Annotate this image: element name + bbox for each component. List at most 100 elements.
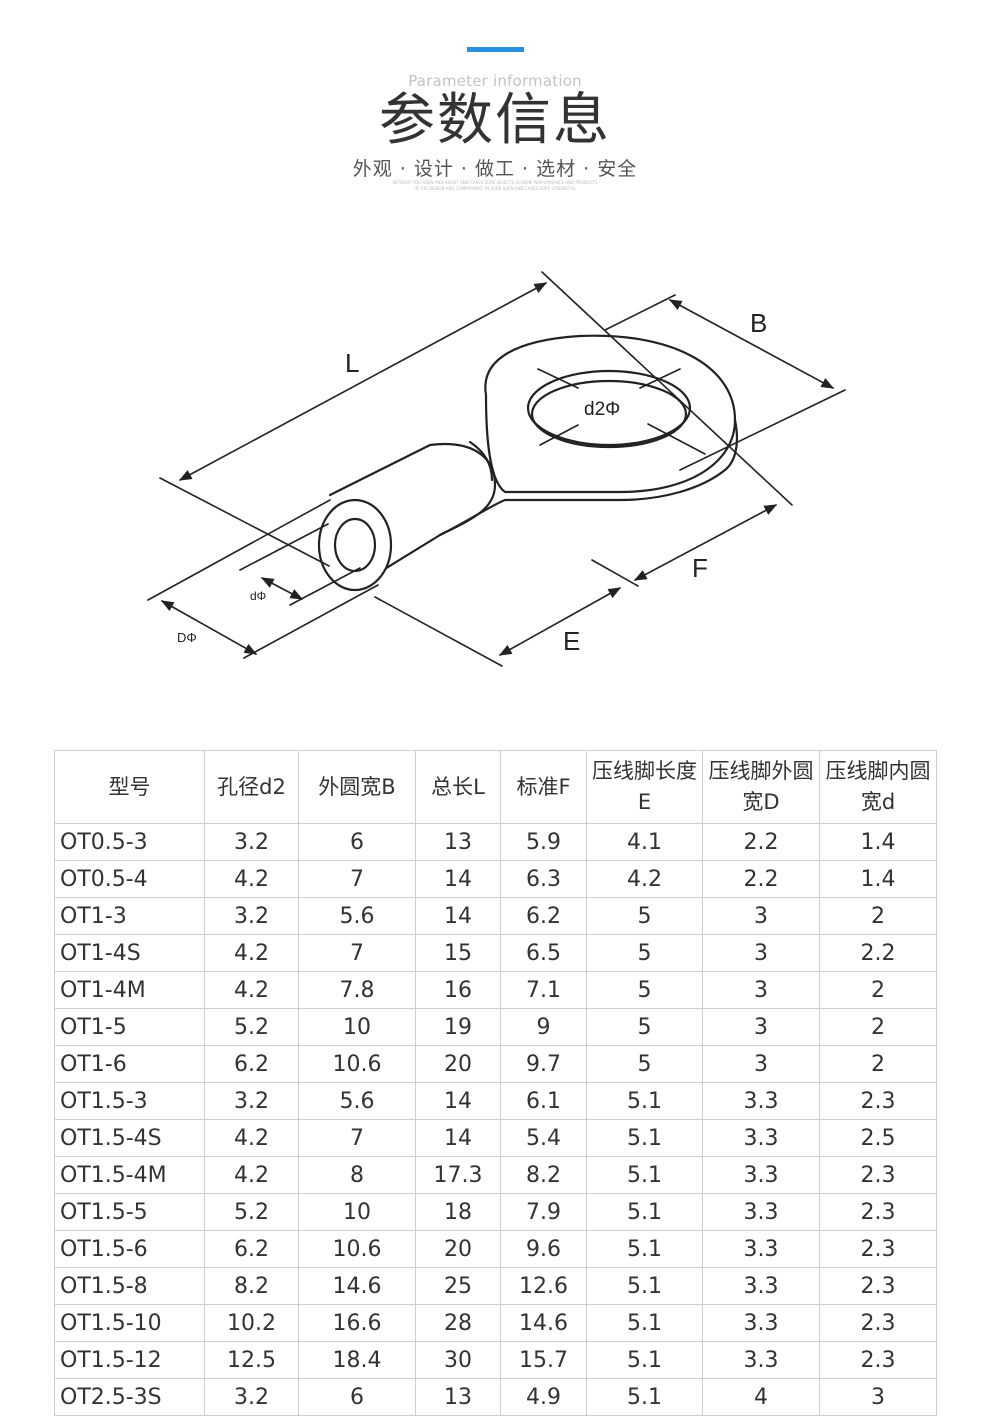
page-title: 参数信息 [379,88,611,153]
cell-value: 4.2 [204,1119,299,1157]
cell-value: 2.3 [819,1341,937,1379]
cell-value: 17.3 [415,1156,501,1194]
terminal-barrel [317,440,507,592]
dimension-D [147,499,379,659]
label-d2: d2Φ [584,399,620,420]
cell-value: 19 [415,1008,501,1046]
cell-value: 2 [819,897,937,935]
cell-value: 5 [586,971,703,1009]
cell-value: 5.2 [204,1008,299,1046]
cell-value: 7 [298,860,416,898]
cell-value: 10.6 [298,1230,416,1268]
cell-value: 28 [415,1304,501,1342]
cell-value: 4.2 [204,971,299,1009]
header-outer-width-b: 外圆宽B [298,750,416,824]
cell-value: 16 [415,971,501,1009]
cell-value: 6.2 [204,1230,299,1268]
title-accent-bar [467,47,524,52]
cell-value: 7 [298,934,416,972]
cell-value: 2.3 [819,1082,937,1120]
cell-value: 15.7 [500,1341,587,1379]
cell-value: 8 [298,1156,416,1194]
cell-value: 5.1 [586,1230,703,1268]
cell-value: 10 [298,1008,416,1046]
header-total-length-l: 总长L [415,750,501,824]
cell-value: 3 [702,1045,820,1083]
cell-value: 4.2 [204,860,299,898]
cell-value: 4.2 [586,860,703,898]
cell-value: 2.5 [819,1119,937,1157]
cell-value: 13 [415,823,501,861]
cell-value: 3.3 [702,1119,820,1157]
tagline: 外观 · 设计 · 做工 · 选材 · 安全 [352,158,638,180]
cell-value: 2.3 [819,1156,937,1194]
cell-value: 6 [298,1378,416,1416]
cell-value: 4 [702,1378,820,1416]
header-standard-f: 标准F [500,750,587,824]
cell-value: 5.1 [586,1341,703,1379]
cell-value: 5.6 [298,1082,416,1120]
cell-value: 4.2 [204,1156,299,1194]
cell-value: 3 [819,1378,937,1416]
cell-model: OT1.5-4M [54,1156,205,1194]
cell-value: 6.2 [500,897,587,935]
cell-value: 25 [415,1267,501,1305]
cell-value: 14 [415,860,501,898]
cell-value: 3.2 [204,1082,299,1120]
cell-model: OT1.5-4S [54,1119,205,1157]
cell-model: OT1.5-8 [54,1267,205,1305]
label-E: E [563,626,580,656]
cell-value: 2.3 [819,1267,937,1305]
cell-value: 5.1 [586,1119,703,1157]
cell-model: OT0.5-4 [54,860,205,898]
cell-value: 30 [415,1341,501,1379]
ring-terminal-diagram: L B d2Φ F E dΦ DΦ [147,271,846,667]
cell-value: 16.6 [298,1304,416,1342]
cell-value: 10.2 [204,1304,299,1342]
cell-value: 7.9 [500,1193,587,1231]
cell-value: 14 [415,897,501,935]
cell-model: OT1.5-10 [54,1304,205,1342]
cell-value: 4.1 [586,823,703,861]
subtitle-english: Parameter information [408,72,582,90]
header-model: 型号 [54,750,205,824]
cell-value: 14 [415,1082,501,1120]
cell-value: 18.4 [298,1341,416,1379]
table-header-row: 型号 孔径d2 外圆宽B 总长L 标准F 压线脚长度E 压线脚外圆宽D 压线脚内… [54,750,937,824]
cell-model: OT1-3 [54,897,205,935]
cell-value: 3 [702,1008,820,1046]
cell-value: 2.2 [702,823,820,861]
cell-value: 5.9 [500,823,587,861]
cell-value: 2.3 [819,1304,937,1342]
cell-value: 10.6 [298,1045,416,1083]
cell-value: 9 [500,1008,587,1046]
label-L: L [345,348,359,378]
cell-value: 3.3 [702,1341,820,1379]
cell-value: 5 [586,934,703,972]
cell-value: 2 [819,971,937,1009]
cell-value: 14 [415,1119,501,1157]
cell-value: 5.1 [586,1304,703,1342]
cell-model: OT1-6 [54,1045,205,1083]
cell-value: 3.2 [204,823,299,861]
cell-value: 14.6 [500,1304,587,1342]
cell-value: 4.9 [500,1378,587,1416]
cell-value: 5.1 [586,1193,703,1231]
dimension-F [633,504,778,581]
cell-value: 5 [586,1008,703,1046]
cell-value: 2.2 [819,934,937,972]
cell-value: 7.8 [298,971,416,1009]
cell-value: 5.1 [586,1156,703,1194]
cell-value: 8.2 [500,1156,587,1194]
cell-value: 12.5 [204,1341,299,1379]
